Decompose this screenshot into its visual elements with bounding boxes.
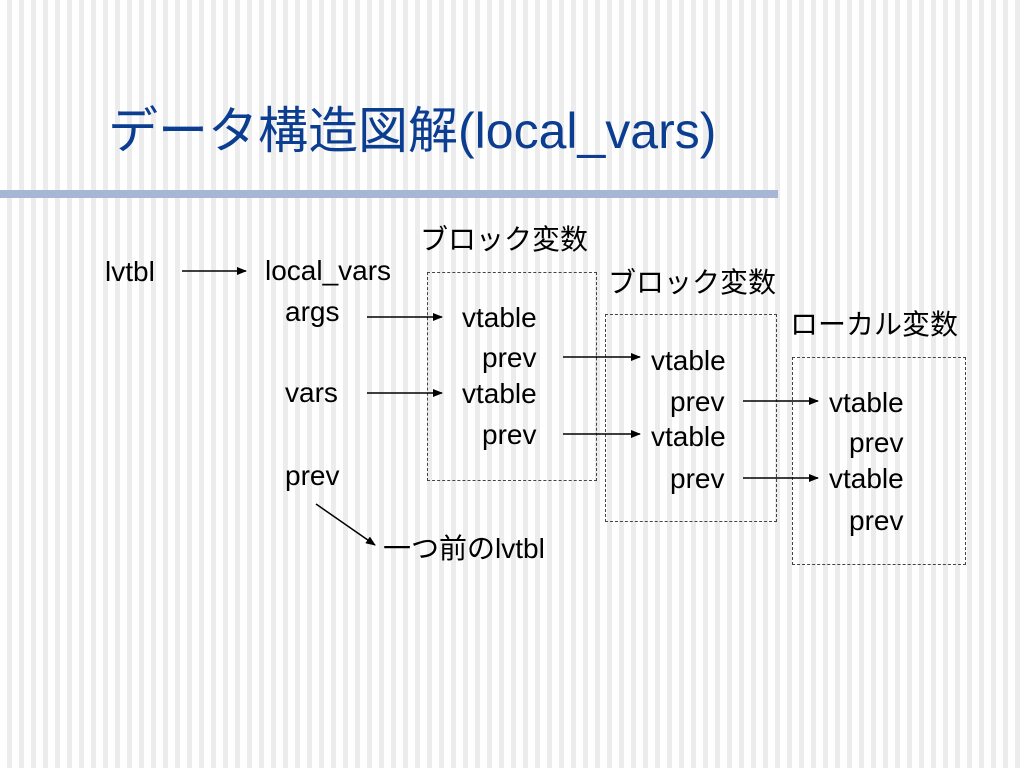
block1-prev-2: prev: [482, 419, 537, 450]
label-args: args: [285, 296, 340, 327]
local-var-box: [792, 357, 966, 565]
title-rule: [0, 190, 778, 198]
header-block-var-1: ブロック変数: [420, 224, 589, 255]
label-vars: vars: [285, 377, 338, 408]
slide-title: データ構造図解(local_vars): [108, 103, 717, 159]
block2-prev-2: prev: [670, 463, 725, 494]
local-vtable-1: vtable: [829, 387, 904, 418]
local-prev-2: prev: [849, 505, 904, 536]
local-vtable-2: vtable: [829, 463, 904, 494]
block2-vtable-1: vtable: [651, 345, 726, 376]
label-prev: prev: [285, 460, 340, 491]
label-previous-lvtbl: 一つ前のlvtbl: [383, 533, 545, 564]
header-local-var: ローカル変数: [790, 309, 959, 340]
arrow-prev-to-previous-lvtbl: [315, 503, 376, 546]
block2-prev-1: prev: [670, 386, 725, 417]
block-var-box-2: [605, 314, 777, 522]
block-var-box-1: [427, 272, 597, 481]
block1-vtable-1: vtable: [462, 302, 537, 333]
label-local-vars: local_vars: [265, 255, 392, 286]
header-block-var-2: ブロック変数: [608, 267, 777, 298]
local-prev-1: prev: [849, 427, 904, 458]
label-lvtbl: lvtbl: [105, 256, 155, 287]
block1-prev-1: prev: [482, 342, 537, 373]
block1-vtable-2: vtable: [462, 378, 537, 409]
block2-vtable-2: vtable: [651, 421, 726, 452]
